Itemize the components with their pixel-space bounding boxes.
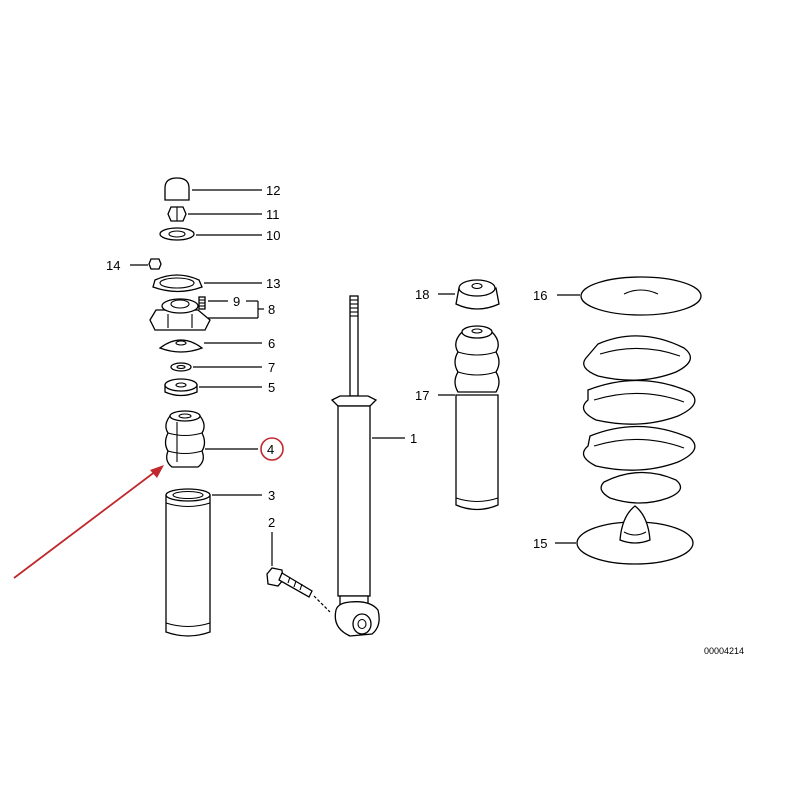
callout-14: 14 [106,258,120,273]
callout-labels: 12 11 10 14 13 9 8 6 7 5 4 3 2 1 18 17 1… [106,183,547,551]
coil-spring[interactable] [582,335,696,504]
part-17-bump-stop-tube[interactable] [454,325,500,511]
part-12-cap[interactable] [164,177,190,201]
callout-7: 7 [268,360,275,375]
callout-5: 5 [268,380,275,395]
leader-lines [130,189,580,566]
highlight-circle [260,437,284,461]
highlight-annotation [13,437,284,579]
part-7-ring[interactable] [170,362,192,372]
callout-2: 2 [268,515,275,530]
part-8-strut-mount[interactable] [149,296,211,331]
callout-8: 8 [268,302,275,317]
highlight-arrow [13,467,161,579]
part-10-washer[interactable] [159,227,195,241]
part-2-bolt[interactable] [266,567,313,598]
part-18-bump-stop-cap[interactable] [455,279,500,310]
part-5-spacer[interactable] [164,378,198,397]
callout-12: 12 [266,183,280,198]
part-3-protective-tube[interactable] [165,488,211,637]
part-16-upper-spring-seat[interactable] [580,276,702,316]
callout-3: 3 [268,488,275,503]
callout-18: 18 [415,287,429,302]
callout-4: 4 [267,442,274,457]
diagram-reference-code: 00004214 [704,646,744,656]
part-15-lower-spring-seat[interactable] [576,505,694,565]
callout-15: 15 [533,536,547,551]
callout-16: 16 [533,288,547,303]
callout-10: 10 [266,228,280,243]
callout-17: 17 [415,388,429,403]
part-1-shock-absorber[interactable] [313,295,380,637]
callout-11: 11 [266,207,280,222]
part-11-nut[interactable] [167,206,187,222]
callout-6: 6 [268,336,275,351]
part-4-bump-stop[interactable] [164,410,206,468]
part-14-nut[interactable] [148,258,162,270]
highlight-arrowhead [150,465,164,478]
part-6-cone-washer[interactable] [158,339,204,353]
callout-13: 13 [266,276,280,291]
callout-9: 9 [233,294,240,309]
callout-1: 1 [410,431,417,446]
part-13-gasket[interactable] [152,274,203,293]
